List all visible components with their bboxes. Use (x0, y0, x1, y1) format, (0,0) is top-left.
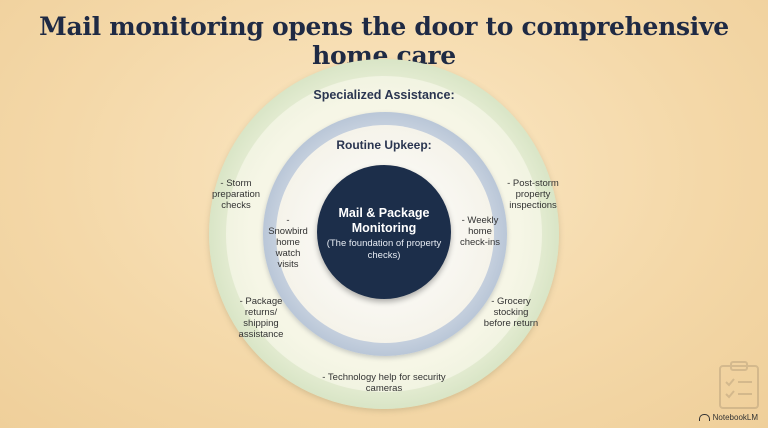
brand-label: NotebookLM (712, 413, 758, 422)
middle-item-left: - Snowbird home watch visits (268, 215, 308, 270)
middle-ring-title: Routine Upkeep: (336, 138, 432, 152)
middle-item-right: - Weekly home check-ins (459, 215, 501, 248)
notebooklm-logo-icon (698, 414, 710, 421)
notebooklm-brand: NotebookLM (698, 413, 758, 422)
core-title: Mail & Package Monitoring (338, 206, 430, 235)
outer-ring-title: Specialized Assistance: (313, 88, 455, 102)
outer-item-top-right: - Post-storm property inspections (507, 178, 559, 211)
page-title: Mail monitoring opens the door to compre… (39, 12, 729, 70)
outer-item-bottom-right: - Grocery stocking before return (483, 296, 539, 329)
outer-item-bottom-left: - Package returns/ shipping assistance (238, 296, 284, 340)
outer-item-top-left: - Storm preparation checks (211, 178, 261, 211)
core-subtitle: (The foundation of property checks) (326, 238, 442, 261)
outer-item-bottom: - Technology help for security cameras (322, 372, 446, 394)
clipboard-icon (719, 361, 759, 409)
core-circle (317, 165, 451, 299)
